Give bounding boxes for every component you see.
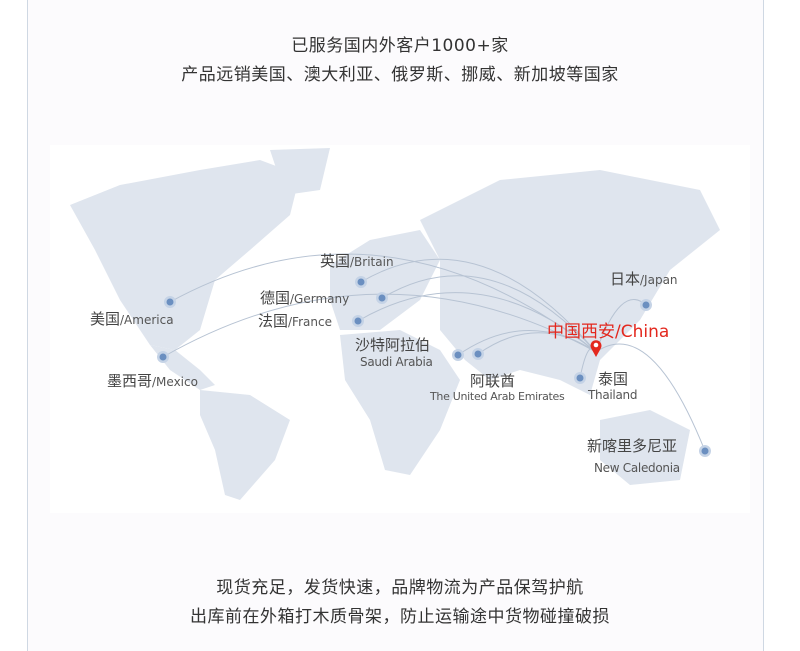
label-uae-en: The United Arab Emirates [430,390,565,403]
marker-dot-america [164,296,176,308]
marker-dot-mexico [157,351,169,363]
label-saudi-en: Saudi Arabia [360,355,433,369]
header-line-2: 产品远销美国、澳大利亚、俄罗斯、挪威、新加坡等国家 [181,65,619,85]
origin-label: 中国西安/China [547,322,670,342]
label-thailand-zh: 泰国 [598,370,629,388]
label-thailand-en: Thailand [588,388,638,402]
greenland [270,148,330,195]
marker-dot-japan [640,299,652,311]
africa [340,330,460,475]
south-america [200,390,290,500]
label-mexico: 墨西哥/Mexico [107,372,198,390]
route-arc-japan [595,299,647,353]
marker-dot-new-caledonia [699,445,711,457]
label-germany: 德国/Germany [260,289,350,307]
route-arc-new-caledonia [595,343,706,452]
marker-dot-uae [472,348,484,360]
label-new-caledonia-en: New Caledonia [594,461,680,475]
marker-dot-britain [355,276,367,288]
label-saudi-zh: 沙特阿拉伯 [355,336,431,354]
label-new-caledonia-zh: 新喀里多尼亚 [587,437,678,455]
label-japan: 日本/Japan [610,270,678,288]
header-line-1: 已服务国内外客户1000+家 [291,36,509,56]
marker-dot-thailand [574,372,586,384]
north-america [70,160,300,350]
label-britain: 英国/Britain [320,252,394,270]
footer-line-1: 现货充足，发货快速，品牌物流为产品保驾护航 [216,578,584,598]
route-arc-france [357,292,597,353]
australia [600,410,690,485]
footer-line-2: 出库前在外箱打木质骨架，防止运输途中货物碰撞破损 [190,607,610,627]
asia [420,170,720,395]
europe [330,230,440,330]
label-france: 法国/France [258,312,332,330]
route-arc-britain [360,258,597,353]
label-uae-zh: 阿联酋 [470,372,516,390]
location-pin-icon [590,340,602,357]
route-arc-uae [477,332,597,355]
label-america: 美国/America [90,310,174,328]
route-arc-germany [381,275,597,353]
route-arc-america [169,253,597,353]
marker-dot-germany [376,292,388,304]
marker-dot-saudi-arabia [452,349,464,361]
marker-dot-france [352,315,364,327]
